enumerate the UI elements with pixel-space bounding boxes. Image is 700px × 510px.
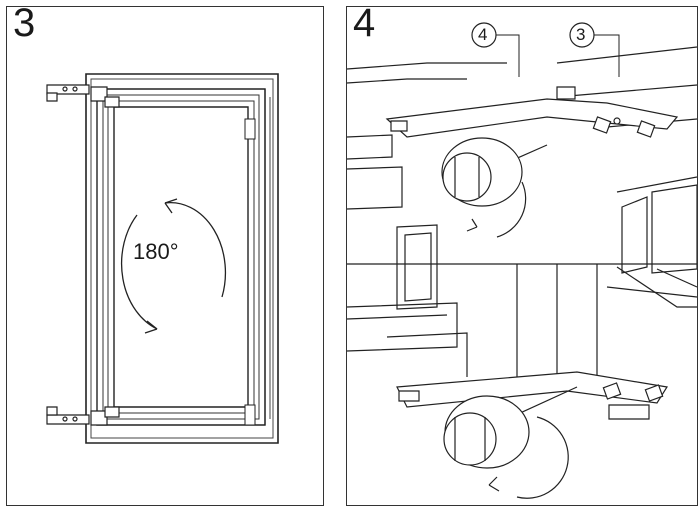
step-4-panel: 4 xyxy=(346,6,698,506)
top-hinge xyxy=(47,85,119,107)
callout-4: 4 xyxy=(478,25,488,44)
hinge-illustration xyxy=(347,7,697,505)
step-3-panel: 3 xyxy=(6,6,324,506)
door-illustration xyxy=(7,7,323,505)
lower-hinge xyxy=(397,372,667,419)
lower-screwdriver xyxy=(444,387,577,498)
upper-hinge xyxy=(387,87,677,137)
rotation-arrow-bottom xyxy=(122,215,157,329)
bottom-hinge xyxy=(47,407,119,425)
rotation-arrow-top xyxy=(165,203,225,297)
upper-screwdriver xyxy=(442,138,547,237)
step-number: 3 xyxy=(13,6,36,45)
step-number: 4 xyxy=(353,6,376,45)
callout-3: 3 xyxy=(576,25,586,44)
rotation-label: 180° xyxy=(133,239,179,264)
